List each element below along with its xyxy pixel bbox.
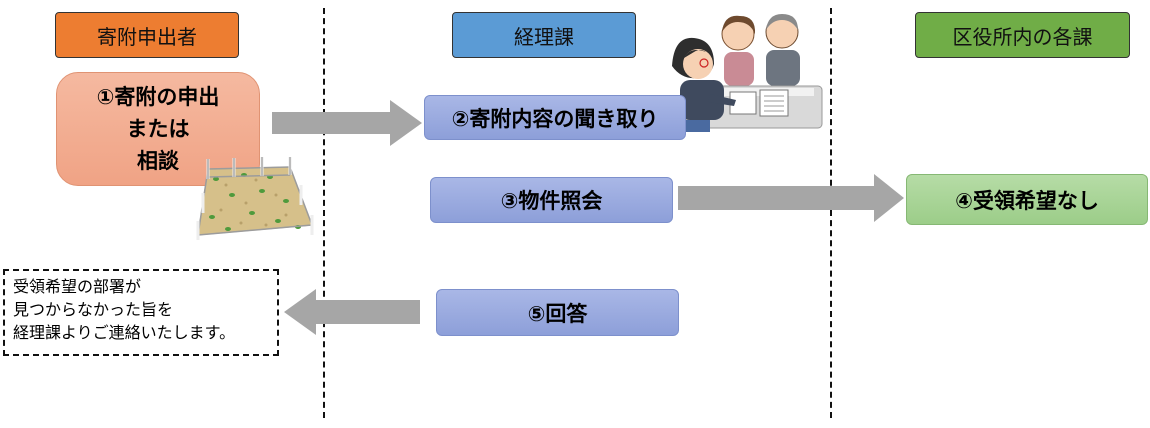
note-line-2: 見つからなかった旨を (13, 300, 174, 319)
lane-header-accounting: 経理課 (452, 12, 636, 58)
step-3-property-inquiry: ③物件照会 (430, 177, 673, 223)
arrow-step3-to-step4 (678, 174, 904, 222)
notification-note: 受領希望の部署が 見つからなかった旨を 経理課よりご連絡いたします。 (3, 269, 279, 356)
consultation-illustration (670, 14, 823, 132)
lane-header-ward-offices: 区役所内の各課 (915, 12, 1130, 58)
step-5-response: ⑤回答 (436, 289, 679, 336)
arrow-step5-to-note (284, 289, 420, 335)
step-1-line-1: ①寄附の申出 (96, 85, 220, 109)
lane-divider-right (830, 8, 832, 418)
arrow-step1-to-step2 (272, 100, 422, 146)
lane-header-donor: 寄附申出者 (55, 12, 239, 58)
note-line-1: 受領希望の部署が (13, 277, 142, 296)
lane-divider-left (323, 8, 325, 418)
step-2-interview: ②寄附内容の聞き取り (424, 95, 686, 140)
step-4-no-acceptance: ④受領希望なし (906, 174, 1148, 225)
step-1-line-2: または (126, 117, 190, 141)
step-1-line-3: 相談 (137, 149, 179, 173)
note-line-3: 経理課よりご連絡いたします。 (13, 323, 236, 342)
vacant-land-illustration (196, 157, 314, 240)
step-1-application: ①寄附の申出 または 相談 (56, 72, 260, 186)
